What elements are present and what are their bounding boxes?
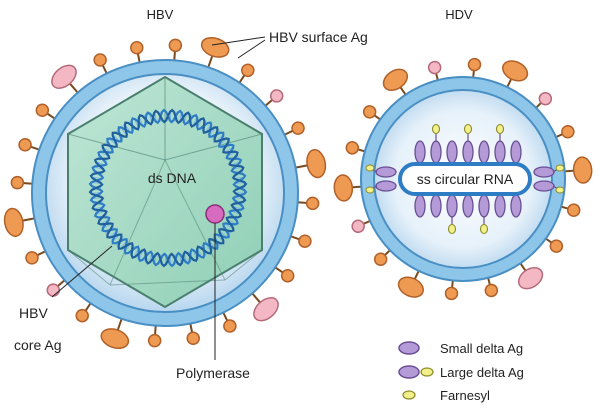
surface-ag-small-icon	[444, 286, 459, 301]
surface-ag-large-icon	[306, 149, 327, 179]
surface-ag-small-icon	[25, 251, 39, 265]
surface-ag-small-icon	[35, 103, 50, 117]
hbv-ds-dna	[88, 108, 248, 268]
surface-ag-small-icon	[10, 175, 25, 190]
surface-ag-small-icon	[147, 333, 162, 348]
legend-small-delta-icon	[398, 341, 420, 355]
legend: Small delta Ag Large delta Ag Farnesyl	[398, 341, 524, 403]
surface-ag-large-icon	[501, 60, 529, 82]
polymerase-icon	[205, 204, 225, 224]
surface-ag-small-icon	[561, 124, 575, 139]
surface-ag-large-icon	[572, 156, 593, 184]
large-delta-ag-icon	[430, 140, 442, 164]
small-delta-ag-icon	[430, 194, 442, 218]
surface-ag-small-icon	[538, 91, 553, 106]
farnesyl-icon	[495, 123, 505, 135]
surface-ag-large-icon	[200, 36, 230, 58]
legend-farnesyl-icon	[402, 390, 416, 400]
surface-ag-large-icon	[51, 64, 77, 89]
small-delta-ag-icon	[446, 140, 458, 164]
surface-ag-small-icon	[467, 57, 482, 72]
hdv-title: HDV	[445, 7, 473, 22]
legend-farnesyl-label: Farnesyl	[440, 388, 490, 403]
small-delta-ag-icon	[462, 194, 474, 218]
surface-ag-small-icon	[345, 141, 360, 155]
surface-ag-small-icon	[269, 89, 284, 103]
farnesyl-icon	[463, 123, 473, 135]
hdv-virion: ss circular RNA HDV	[333, 7, 593, 301]
hbv-surface-ag-label: HBV surface Ag	[269, 29, 368, 45]
hdv-delta-antigens	[365, 123, 565, 235]
small-delta-ag-icon	[478, 140, 490, 164]
hbv-core-label-line2: core Ag	[14, 337, 61, 353]
hbv-virion: HBV ds DNA HBV surface Ag HBV core Ag Po…	[3, 7, 368, 381]
farnesyl-icon	[431, 123, 441, 135]
surface-ag-small-icon	[549, 239, 564, 253]
small-delta-ag-icon	[375, 180, 397, 192]
small-delta-ag-icon	[533, 166, 555, 178]
legend-large-delta-tip-icon	[420, 367, 434, 377]
surface-ag-small-icon	[484, 283, 499, 298]
surface-ag-pointer-2	[237, 39, 266, 59]
small-delta-ag-icon	[414, 140, 426, 164]
polymerase-label: Polymerase	[176, 365, 250, 381]
surface-ag-small-icon	[566, 203, 581, 217]
hbv-core-label-line1: HBV	[19, 305, 48, 321]
small-delta-ag-icon	[414, 194, 426, 218]
legend-small-delta-label: Small delta Ag	[440, 341, 523, 356]
small-delta-ag-icon	[494, 194, 506, 218]
ds-dna-label: ds DNA	[148, 170, 197, 186]
legend-large-delta-icon	[398, 365, 420, 379]
surface-ag-large-icon	[253, 297, 279, 322]
farnesyl-icon	[555, 186, 565, 194]
surface-ag-small-icon	[18, 138, 32, 152]
surface-ag-small-icon	[373, 252, 388, 267]
large-delta-ag-icon	[446, 194, 458, 218]
surface-ag-small-icon	[305, 196, 320, 211]
surface-ag-large-icon	[397, 276, 425, 298]
small-delta-ag-icon	[510, 194, 522, 218]
farnesyl-icon	[555, 164, 565, 172]
surface-ag-small-icon	[280, 269, 295, 283]
large-delta-ag-icon	[494, 140, 506, 164]
ss-rna-ring	[398, 162, 532, 196]
hbv-surface-spikes	[3, 36, 327, 350]
surface-ag-small-icon	[75, 308, 89, 323]
farnesyl-icon	[365, 164, 375, 172]
surface-ag-large-icon	[100, 328, 130, 350]
large-delta-ag-icon	[462, 140, 474, 164]
farnesyl-icon	[479, 223, 489, 235]
legend-large-delta-label: Large delta Ag	[440, 365, 524, 380]
surface-ag-small-icon	[351, 219, 365, 234]
surface-ag-small-icon	[186, 331, 200, 346]
ss-circular-rna-label: ss circular RNA	[417, 171, 514, 187]
surface-ag-small-icon	[362, 105, 377, 119]
surface-ag-large-icon	[382, 68, 409, 92]
surface-ag-small-icon	[291, 121, 305, 135]
surface-ag-small-icon	[223, 319, 237, 333]
surface-ag-small-icon	[241, 63, 255, 78]
surface-ag-small-icon	[93, 53, 107, 67]
surface-ag-large-icon	[517, 266, 544, 290]
small-delta-ag-icon	[510, 140, 522, 164]
core-ag-pointer	[51, 245, 113, 298]
hdv-surface-spikes	[333, 57, 593, 301]
large-delta-ag-icon	[478, 194, 490, 218]
surface-ag-small-icon	[427, 60, 442, 75]
small-delta-ag-icon	[533, 180, 555, 192]
hbv-title: HBV	[147, 7, 174, 22]
small-delta-ag-icon	[375, 166, 397, 178]
surface-ag-small-icon	[168, 38, 183, 53]
dna-strand-2	[88, 108, 248, 268]
surface-ag-small-icon	[298, 234, 312, 248]
farnesyl-icon	[365, 186, 375, 194]
surface-ag-large-icon	[3, 207, 24, 237]
surface-ag-pointer	[211, 36, 266, 46]
surface-ag-small-icon	[130, 40, 144, 55]
farnesyl-icon	[447, 223, 457, 235]
surface-ag-large-icon	[333, 174, 354, 202]
